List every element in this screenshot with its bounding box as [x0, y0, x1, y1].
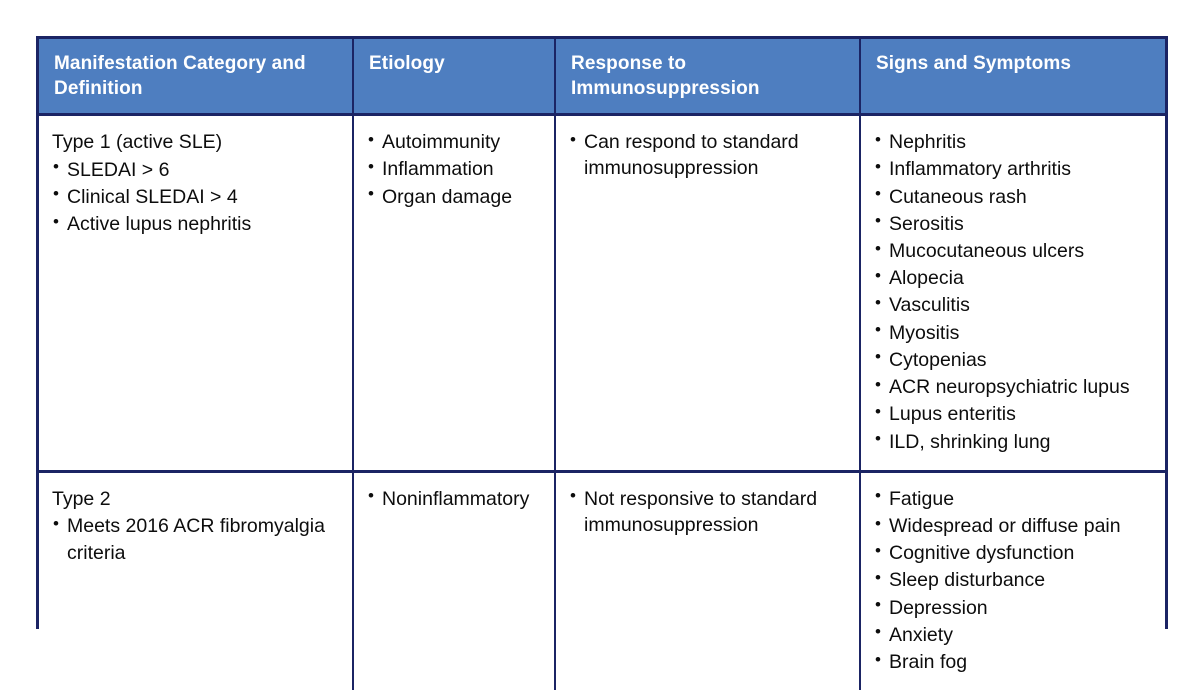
list-item: Vasculitis — [874, 292, 1153, 318]
list-item: Brain fog — [874, 649, 1153, 675]
bullet-list: Autoimmunity Inflammation Organ damage — [367, 129, 542, 210]
list-item: Not responsive to standard immunosuppres… — [569, 485, 847, 538]
list-item: SLEDAI > 6 — [52, 156, 340, 183]
list-item: Lupus enteritis — [874, 401, 1153, 427]
page-root: Manifestation Category and Definition Et… — [0, 0, 1200, 660]
list-item: Autoimmunity — [367, 129, 542, 155]
table-body: Type 1 (active SLE) SLEDAI > 6 Clinical … — [39, 114, 1165, 690]
column-header-response-line2: Immunosuppression — [571, 78, 760, 100]
cell-type1-response: Can respond to standard immunosuppressio… — [555, 114, 861, 472]
table-row: Type 2 Meets 2016 ACR fibromyalgia crite… — [39, 469, 1165, 690]
list-item: ILD, shrinking lung — [874, 428, 1153, 455]
list-item: Noninflammatory — [367, 485, 542, 512]
list-item: Cutaneous rash — [874, 183, 1153, 210]
manifestation-table-container: Manifestation Category and Definition Et… — [36, 36, 1168, 690]
bullet-list: Fatigue Widespread or diffuse pain Cogni… — [874, 485, 1153, 676]
bullet-list: Not responsive to standard immunosuppres… — [569, 485, 847, 538]
column-header-response-line1: Response to — [571, 53, 687, 74]
list-item: Cytopenias — [874, 346, 1153, 373]
column-header-response: Response to Immunosuppression — [555, 39, 861, 117]
cell-type2-etiology: Noninflammatory — [353, 469, 556, 690]
bullet-list: Meets 2016 ACR fibromyalgia criteria — [52, 513, 340, 565]
bullet-list: Noninflammatory — [367, 485, 542, 512]
manifestation-table: Manifestation Category and Definition Et… — [39, 39, 1165, 690]
list-item: Cognitive dysfunction — [874, 540, 1153, 566]
cell-type1-etiology: Autoimmunity Inflammation Organ damage — [353, 114, 556, 472]
cell-type2-response: Not responsive to standard immunosuppres… — [555, 469, 861, 690]
list-item: Serositis — [874, 210, 1153, 237]
table-header: Manifestation Category and Definition Et… — [39, 39, 1165, 117]
list-item: Nephritis — [874, 129, 1153, 155]
list-item: Can respond to standard immunosuppressio… — [569, 129, 847, 181]
list-item: Alopecia — [874, 265, 1153, 291]
column-header-signs: Signs and Symptoms — [860, 39, 1165, 117]
list-item: Widespread or diffuse pain — [874, 512, 1153, 539]
cell-type2-manifestation: Type 2 Meets 2016 ACR fibromyalgia crite… — [39, 469, 354, 690]
cell-type1-manifestation: Type 1 (active SLE) SLEDAI > 6 Clinical … — [39, 114, 354, 472]
list-item: Inflammation — [367, 156, 542, 182]
column-header-etiology: Etiology — [353, 39, 556, 117]
list-item: Organ damage — [367, 183, 542, 210]
list-item: Inflammatory arthritis — [874, 156, 1153, 182]
list-item: Meets 2016 ACR fibromyalgia criteria — [52, 513, 340, 565]
list-item: Clinical SLEDAI > 4 — [52, 183, 340, 210]
list-item: Active lupus nephritis — [52, 211, 340, 237]
bullet-list: Nephritis Inflammatory arthritis Cutaneo… — [874, 129, 1153, 455]
column-header-signs-line1: Signs and Symptoms — [876, 53, 1072, 74]
column-header-manifestation: Manifestation Category and Definition — [39, 39, 354, 117]
list-item: Mucocutaneous ulcers — [874, 238, 1153, 264]
list-item: Depression — [874, 594, 1153, 621]
bullet-list: Can respond to standard immunosuppressio… — [569, 129, 847, 181]
table-row: Type 1 (active SLE) SLEDAI > 6 Clinical … — [39, 114, 1165, 472]
table-header-row: Manifestation Category and Definition Et… — [39, 39, 1165, 117]
list-item: Anxiety — [874, 621, 1153, 648]
list-item: Fatigue — [874, 485, 1153, 512]
cell-type2-signs: Fatigue Widespread or diffuse pain Cogni… — [860, 469, 1165, 690]
cell-type1-signs: Nephritis Inflammatory arthritis Cutaneo… — [860, 114, 1165, 472]
column-header-etiology-line1: Etiology — [369, 53, 445, 74]
list-item: ACR neuropsychiatric lupus — [874, 374, 1153, 400]
bullet-list: SLEDAI > 6 Clinical SLEDAI > 4 Active lu… — [52, 156, 340, 238]
cell-title: Type 1 (active SLE) — [52, 131, 223, 154]
list-item: Myositis — [874, 319, 1153, 346]
column-header-manifestation-line2: Definition — [54, 78, 143, 100]
column-header-manifestation-line1: Manifestation Category and — [54, 53, 306, 74]
list-item: Sleep disturbance — [874, 567, 1153, 593]
cell-title: Type 2 — [52, 487, 111, 510]
